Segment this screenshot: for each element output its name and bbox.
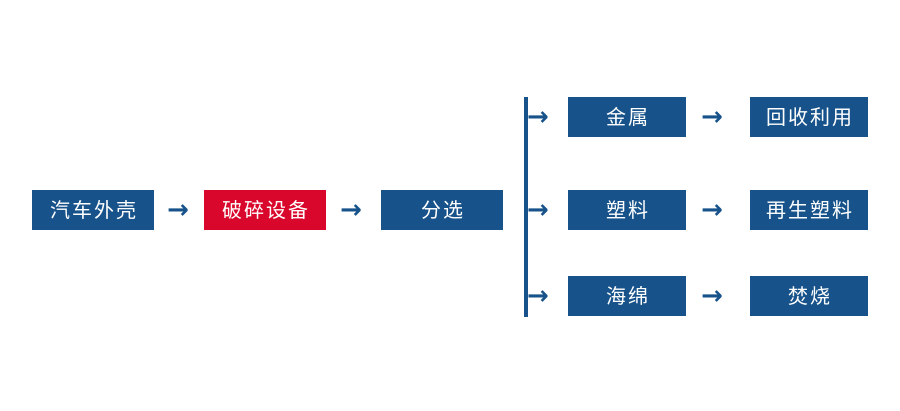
node-sorting[interactable]: 分选 bbox=[381, 190, 503, 230]
node-metal-material[interactable]: 金属 bbox=[568, 97, 686, 137]
node-sponge-material[interactable]: 海绵 bbox=[568, 276, 686, 316]
branch-arrow-icon-metal: → bbox=[527, 102, 549, 132]
node-car-shell[interactable]: 汽车外壳 bbox=[32, 190, 154, 230]
node-crushing-equipment[interactable]: 破碎设备 bbox=[204, 190, 326, 230]
arrow-right-icon-car-to-crusher: → bbox=[167, 195, 189, 225]
node-metal-outcome[interactable]: 回收利用 bbox=[750, 97, 868, 137]
node-plastic-material[interactable]: 塑料 bbox=[568, 190, 686, 230]
branch-arrow-icon-sponge: → bbox=[527, 281, 549, 311]
node-sponge-outcome[interactable]: 焚烧 bbox=[750, 276, 868, 316]
branch-connector-line bbox=[524, 97, 528, 317]
node-plastic-outcome[interactable]: 再生塑料 bbox=[750, 190, 868, 230]
arrow-right-icon-plastic-to-regen: → bbox=[701, 195, 723, 225]
arrow-right-icon-metal-to-recycle: → bbox=[701, 102, 723, 132]
branch-arrow-icon-plastic: → bbox=[527, 195, 549, 225]
arrow-right-icon-sponge-to-incinerate: → bbox=[701, 281, 723, 311]
arrow-right-icon-crusher-to-sorting: → bbox=[340, 195, 362, 225]
